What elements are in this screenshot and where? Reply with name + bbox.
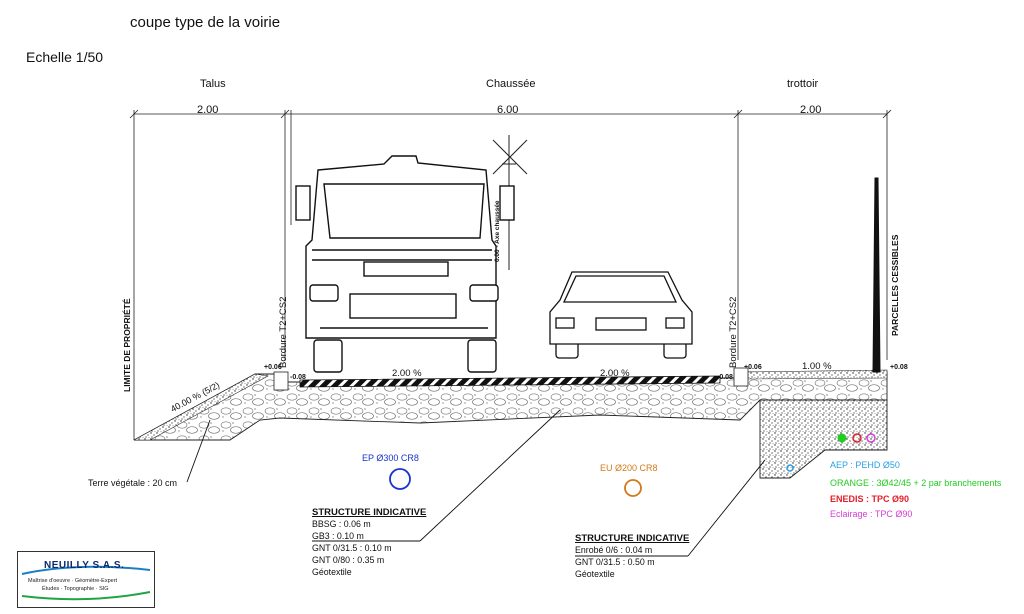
structure-sidewalk: STRUCTURE INDICATIVE Enrobé 0/6 : 0.04 m…: [575, 533, 689, 580]
axis-label: 0.00 - Axe chaussée: [494, 200, 501, 262]
eu-pipe-label: EU Ø200 CR8: [600, 463, 658, 473]
orange-duct: [837, 433, 847, 443]
ep-pipe-label: EP Ø300 CR8: [362, 453, 419, 463]
network-trench: [759, 399, 888, 479]
level-left-bottom: -0.08: [290, 374, 306, 381]
topsoil-talus: [133, 373, 269, 441]
dim-chaussee: 6.00: [497, 104, 519, 116]
eu-pipe: [624, 479, 642, 497]
logo-graphic: [21, 565, 151, 601]
structure-road-line: GNT 0/80 : 0.35 m: [312, 555, 385, 565]
dim-talus: 2.00: [197, 104, 219, 116]
network-legend-enedis: ENEDIS : TPC Ø90: [830, 494, 910, 504]
structure-road-line: GB3 : 0.10 m: [312, 531, 364, 541]
sidewalk-slope: 1.00 %: [802, 361, 832, 372]
ep-pipe: [389, 468, 411, 490]
section-label-talus: Talus: [200, 78, 226, 90]
logo-line-1: Maîtrise d'oeuvre · Géomètre-Expert: [28, 578, 118, 584]
car: [549, 271, 693, 359]
section-label-chaussee: Chaussée: [486, 78, 536, 90]
structure-sidewalk-line: Enrobé 0/6 : 0.04 m: [575, 545, 653, 555]
structure-sidewalk-line: GNT 0/31.5 : 0.50 m: [575, 557, 655, 567]
curb-label-right: Bordure T2+CS2: [728, 296, 739, 368]
level-right-top: +0.06: [744, 364, 762, 371]
structure-road-line: Géotextile: [312, 567, 352, 577]
structure-sidewalk-line: Géotextile: [575, 569, 615, 579]
topsoil-note: Terre végétale : 20 cm: [88, 478, 178, 488]
structure-road-line: BBSG : 0.06 m: [312, 519, 371, 529]
property-limit-label: LIMITE DE PROPRIÉTÉ: [122, 298, 132, 392]
road-slope-left: 2.00 %: [392, 368, 422, 379]
network-legend-eclairage: Eclairage : TPC Ø90: [830, 509, 913, 519]
curb-left: [273, 371, 289, 391]
scale-label: Echelle 1/50: [26, 49, 104, 65]
curb-label-left: Bordure T2+CS2: [278, 296, 289, 368]
enedis-duct: [852, 433, 862, 443]
section-label-trottoir: trottoir: [787, 78, 819, 90]
axis-symbol: [492, 135, 528, 270]
structure-road-heading: STRUCTURE INDICATIVE: [312, 507, 427, 518]
structure-road: STRUCTURE INDICATIVE BBSG : 0.06 m GB3 :…: [312, 507, 426, 578]
logo-line-2: Études · Topographie · SIG: [42, 586, 109, 592]
network-legend-orange: ORANGE : 3Ø42/45 + 2 par branchements: [830, 478, 1002, 488]
level-right-bottom: -0.08: [717, 374, 733, 381]
logo-name: NEUILLY S.A.S.: [44, 560, 125, 571]
curb-right: [733, 367, 749, 387]
level-left-top: +0.06: [264, 364, 282, 371]
structure-road-line: GNT 0/31.5 : 0.10 m: [312, 543, 392, 553]
level-parcels: +0.08: [890, 364, 908, 371]
leader-lines: [186, 409, 766, 557]
road-surface: [299, 375, 721, 388]
lamp-post: [872, 177, 881, 373]
road-slope-right: 2.00 %: [600, 368, 630, 379]
network-legend-aep: AEP : PEHD Ø50: [830, 460, 900, 470]
dim-trottoir: 2.00: [800, 104, 822, 116]
dimension-line: [129, 109, 892, 440]
page-title: coupe type de la voirie: [130, 14, 281, 31]
truck: [295, 155, 515, 373]
aep-duct: [786, 464, 794, 472]
parcels-label: PARCELLES CESSIBLES: [890, 234, 900, 336]
structure-sidewalk-heading: STRUCTURE INDICATIVE: [575, 533, 690, 544]
company-logo: NEUILLY S.A.S. Maîtrise d'oeuvre · Géomè…: [17, 551, 155, 608]
eclairage-duct: [866, 433, 876, 443]
